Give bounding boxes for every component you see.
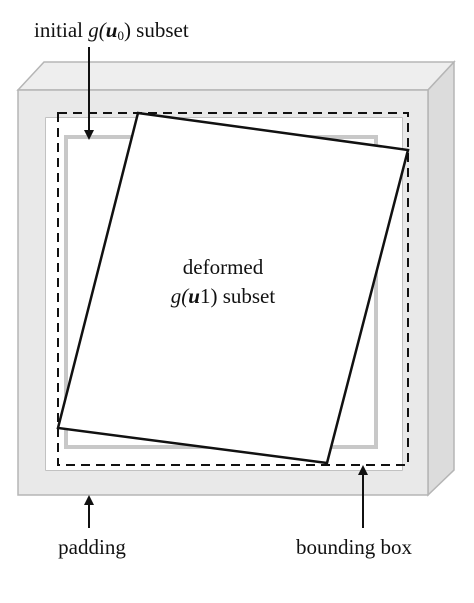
initial-label-prefix: initial bbox=[34, 18, 89, 42]
frame-right-face bbox=[427, 60, 455, 497]
padding-label-text: padding bbox=[58, 535, 126, 559]
bounding-box-label: bounding box bbox=[296, 537, 412, 558]
initial-label-subscript: 0 bbox=[117, 28, 124, 43]
bounding-box-label-text: bounding box bbox=[295, 535, 413, 559]
padding-label: padding bbox=[58, 537, 126, 558]
initial-subset-label: initial g(u0) subset bbox=[34, 18, 189, 43]
deformed-label-suffix: 1) subset bbox=[199, 284, 276, 308]
deformed-subset-label-line1: deformed bbox=[183, 257, 263, 278]
initial-label-g: g( bbox=[88, 18, 106, 42]
frame-top-face bbox=[16, 61, 456, 91]
deformed-subset-shape bbox=[56, 111, 410, 465]
bounding-box-rect bbox=[57, 112, 409, 466]
initial-label-u: u bbox=[105, 18, 118, 42]
deformed-label-g: g( bbox=[170, 284, 189, 308]
deformed-label-u: u bbox=[188, 284, 200, 308]
deformed-label-word: deformed bbox=[182, 255, 264, 279]
initial-label-suffix: ) subset bbox=[123, 18, 189, 42]
deformed-subset-label-line2: g(u1) subset bbox=[171, 286, 275, 307]
